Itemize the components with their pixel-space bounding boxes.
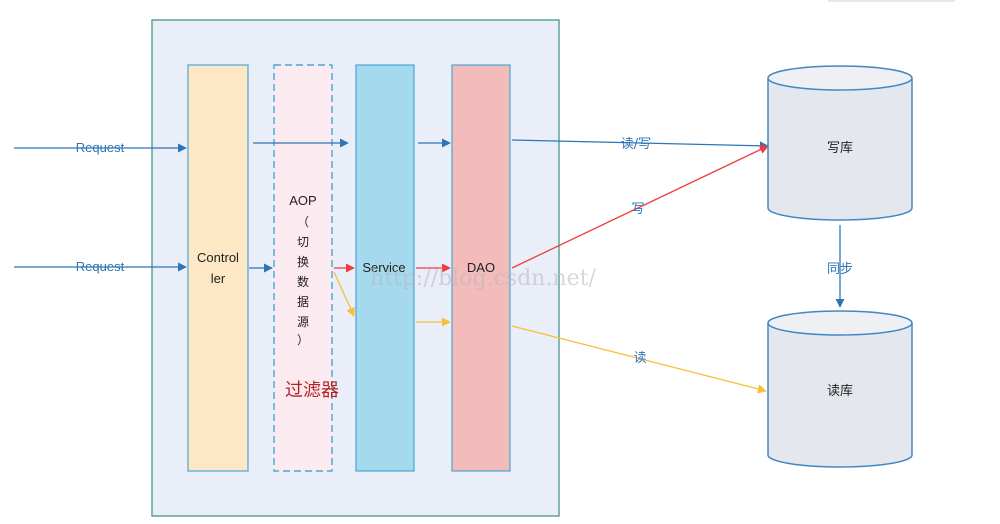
filter-caption: 过滤器	[285, 380, 339, 401]
service-layer	[355, 64, 415, 472]
readwrite-edge-label: 读/写	[621, 137, 651, 152]
dao-label: DAO	[467, 260, 495, 275]
read-database	[767, 310, 913, 468]
write-edge-label: 写	[631, 202, 644, 217]
controller-label-line2: ler	[211, 271, 226, 286]
request-label-1: Request	[76, 140, 125, 155]
sync-edge-label: 同步	[827, 262, 853, 277]
read-database-label: 读库	[827, 383, 853, 399]
aop-char-2: 换	[297, 255, 309, 269]
read-edge-label: 读	[633, 351, 646, 366]
aop-char-4: 据	[297, 295, 309, 309]
controller-label-line1: Control	[197, 250, 239, 265]
request-label-2: Request	[76, 259, 125, 274]
aop-paren-open: （	[297, 215, 309, 229]
dao-layer	[451, 64, 511, 472]
controller-layer	[187, 64, 249, 472]
aop-char-3: 数	[297, 274, 309, 289]
aop-char-5: 源	[297, 315, 309, 329]
watermark: http://blog.csdn.net/	[370, 266, 596, 291]
dao-to-write-db-readwrite-arrow	[511, 139, 769, 151]
aop-char-1: 切	[297, 235, 309, 249]
write-database-label: 写库	[827, 140, 853, 156]
filter-to-service-read-arrow	[333, 271, 355, 317]
aop-filter-layer	[273, 64, 333, 472]
dao-to-read-db-arrow	[511, 325, 767, 394]
aop-paren-close: ）	[297, 333, 309, 347]
aop-label: AOP	[289, 193, 316, 208]
dao-to-write-db-arrow	[511, 145, 769, 269]
write-database	[767, 65, 913, 221]
service-label: Service	[362, 260, 405, 275]
